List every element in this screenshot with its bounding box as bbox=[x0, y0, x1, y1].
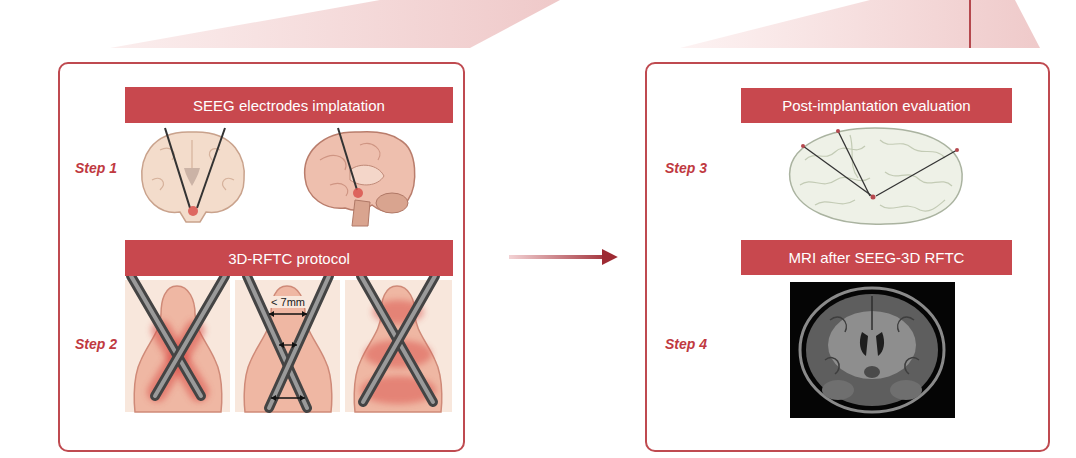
rftc-scheme-3 bbox=[345, 276, 452, 412]
3d-brain-reconstruction-part bbox=[871, 195, 876, 200]
sagittal-brain-illustration-part bbox=[353, 188, 363, 198]
rftc-scheme-2-part bbox=[279, 342, 284, 348]
coronal-brain-illustration-part bbox=[197, 128, 225, 208]
dimension-label: < 7mm bbox=[269, 296, 307, 308]
sagittal-brain-illustration-part bbox=[352, 200, 370, 226]
band-heading: Post-implantation evaluation bbox=[782, 97, 970, 114]
rftc-scheme-2 bbox=[235, 276, 340, 412]
rftc-scheme-2-part bbox=[269, 313, 307, 314]
step-panel: Step 3 Step 4 Post-implantation evaluation… bbox=[645, 62, 1050, 452]
top-banner-shapes-part bbox=[680, 0, 1040, 48]
heading-band: SEEG electrodes implatation bbox=[125, 87, 453, 123]
coronal-brain-illustration-part bbox=[188, 206, 198, 216]
coronal-brain-illustration-part bbox=[142, 132, 244, 222]
rftc-scheme-3-part bbox=[363, 276, 435, 402]
coronal-brain-illustration-part bbox=[165, 128, 190, 208]
mri-scan-part bbox=[860, 332, 884, 356]
top-banner-shapes-part bbox=[110, 0, 560, 48]
mri-scan-part bbox=[864, 366, 880, 378]
3d-brain-reconstruction-part bbox=[955, 148, 959, 152]
rftc-scheme-2-part bbox=[235, 280, 340, 412]
rftc-scheme-2-part bbox=[271, 397, 305, 398]
3d-brain-reconstruction-part bbox=[838, 131, 870, 196]
coronal-brain-illustration-part bbox=[184, 168, 200, 186]
step-panel: Step 1 Step 2 SEEG electrodes implatation 3… bbox=[58, 62, 465, 452]
step-label: Step 2 bbox=[75, 336, 117, 352]
sagittal-brain-illustration bbox=[305, 128, 415, 226]
3d-brain-reconstruction-part bbox=[836, 129, 840, 133]
heading-band: 3D-RFTC protocol bbox=[125, 240, 453, 276]
3d-brain-reconstruction-part bbox=[876, 150, 957, 196]
rftc-scheme-2-part bbox=[302, 311, 307, 317]
mri-scan bbox=[790, 282, 955, 418]
3d-brain-reconstruction-part bbox=[790, 128, 963, 224]
coronal-brain-illustration-part bbox=[152, 140, 234, 190]
3d-brain-reconstruction-part bbox=[801, 144, 805, 148]
3d-brain-reconstruction-part bbox=[803, 146, 872, 196]
step-label: Step 4 bbox=[665, 336, 707, 352]
mri-scan-part bbox=[871, 296, 873, 330]
3d-brain-reconstruction bbox=[790, 128, 963, 224]
rftc-scheme-1-part bbox=[155, 276, 225, 396]
mri-scan-part bbox=[890, 380, 922, 400]
mri-scan-part bbox=[790, 282, 955, 418]
top-banner-shapes-part bbox=[969, 0, 971, 48]
rftc-scheme-2-part bbox=[269, 311, 274, 317]
top-banner-shapes bbox=[110, 0, 1040, 48]
sagittal-brain-illustration-part bbox=[338, 128, 357, 190]
rftc-scheme-2-part bbox=[269, 276, 329, 408]
rftc-scheme-2-part bbox=[269, 311, 307, 401]
step-label: Step 3 bbox=[665, 160, 707, 176]
band-heading: MRI after SEEG-3D RFTC bbox=[789, 249, 965, 266]
rftc-scheme-2-part bbox=[269, 276, 329, 408]
rftc-scheme-2-part bbox=[300, 395, 305, 401]
step-label: Step 1 bbox=[75, 160, 117, 176]
coronal-brain-illustration bbox=[142, 128, 244, 222]
3d-brain-reconstruction-part bbox=[800, 135, 952, 211]
rftc-scheme-1-part bbox=[155, 276, 225, 396]
flow-arrow bbox=[509, 255, 613, 259]
rftc-scheme-1 bbox=[125, 276, 230, 412]
heading-band: MRI after SEEG-3D RFTC bbox=[741, 240, 1012, 275]
band-heading: 3D-RFTC protocol bbox=[228, 250, 350, 267]
mri-scan-part bbox=[800, 288, 944, 412]
band-heading: SEEG electrodes implatation bbox=[193, 97, 385, 114]
sagittal-brain-illustration-part bbox=[376, 193, 408, 213]
mri-scan-part bbox=[806, 294, 938, 406]
rftc-scheme-3-part bbox=[363, 276, 435, 402]
mri-scan-part bbox=[822, 380, 854, 400]
rftc-scheme-2-part bbox=[271, 395, 276, 401]
heading-band: Post-implantation evaluation bbox=[741, 88, 1012, 123]
rftc-scheme-2-part bbox=[292, 342, 297, 348]
